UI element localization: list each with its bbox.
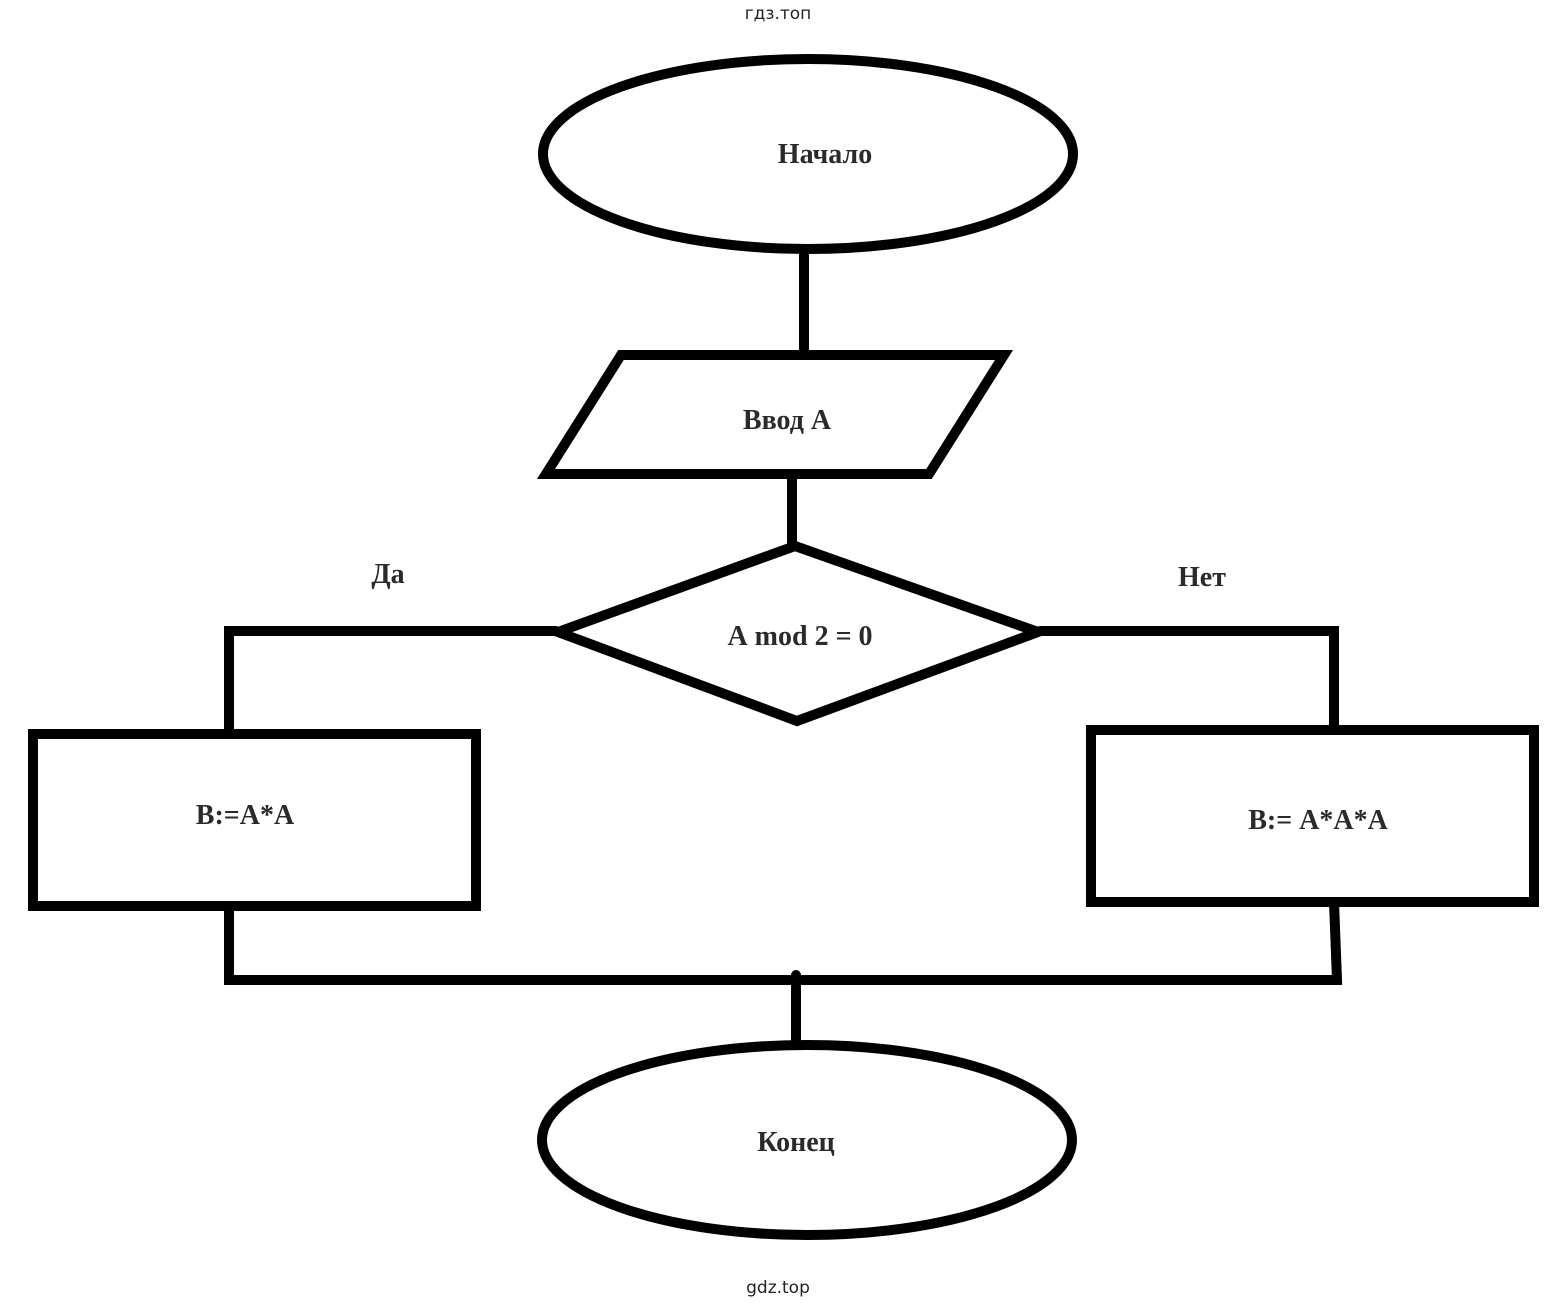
connectors [224,241,1343,1048]
input-block: Ввод А [536,350,1014,479]
no-process-block: В:= А*А*А [1086,725,1539,907]
no-label: Нет [1178,562,1226,593]
input-label: Ввод А [743,405,832,436]
edge-condition-to-no-branch [1035,626,1339,733]
end-label: Конец [757,1127,835,1158]
start-label: Начало [778,139,872,170]
edge-merge [224,897,1343,985]
yes-process-block: В:=А*А [28,729,481,911]
condition-label: А mod 2 = 0 [727,621,872,652]
condition-decision: А mod 2 = 0 [543,540,1053,727]
yes-label: Да [371,559,404,590]
no-process-label: В:= А*А*А [1248,805,1388,836]
yes-process-label: В:=А*А [196,800,295,831]
end-terminal: Конец [537,1040,1077,1240]
watermark-top: гдз.топ [745,4,812,24]
edge-condition-to-yes-branch [224,626,561,739]
watermark-bottom: gdz.top [746,1278,810,1298]
start-terminal: Начало [538,54,1078,254]
